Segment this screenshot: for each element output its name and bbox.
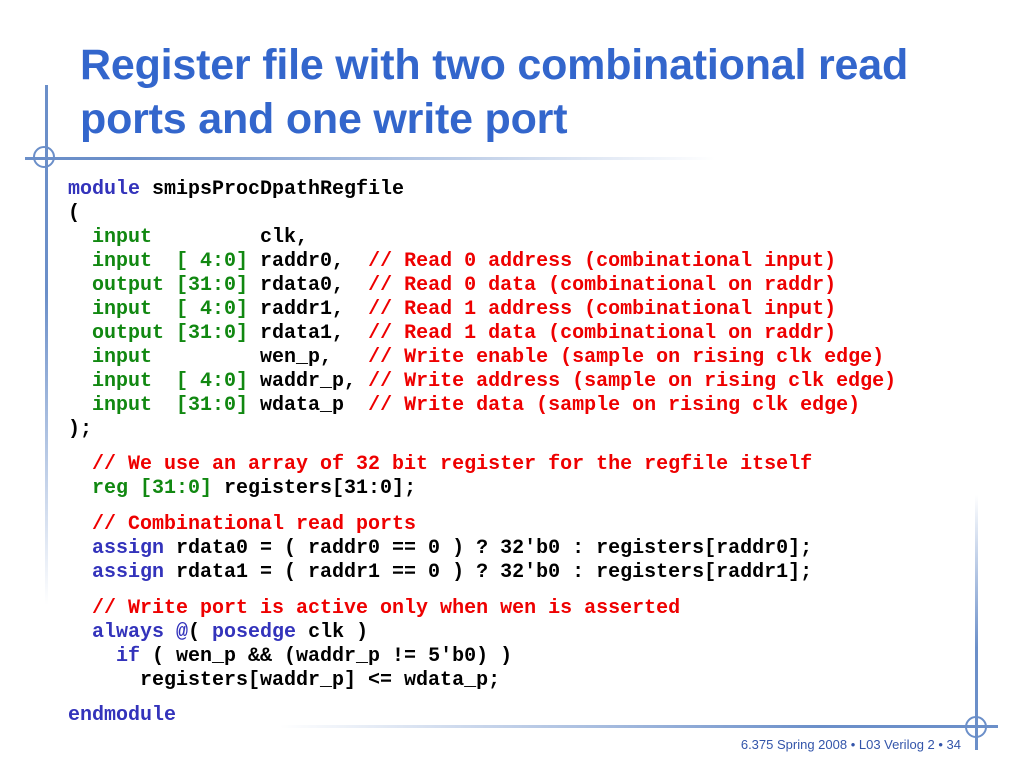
comment: // Write enable (sample on rising clk ed… xyxy=(368,346,885,369)
comment: // Combinational read ports xyxy=(68,513,417,536)
module-name: smipsProcDpathRegfile xyxy=(140,178,405,201)
code-line: // Write port is active only when wen is… xyxy=(68,597,680,621)
code-line: input [ 4:0] waddr_p, // Write address (… xyxy=(68,370,896,394)
comment: // Read 1 data (combinational on raddr) xyxy=(368,322,837,345)
port-type: input [ 4:0] xyxy=(68,298,249,321)
code-line: input clk, xyxy=(68,226,308,250)
port-type: input [ 4:0] xyxy=(68,250,249,273)
port-type: input [31:0] xyxy=(68,394,249,417)
comment: // Read 0 data (combinational on raddr) xyxy=(368,274,837,297)
code-line: // Combinational read ports xyxy=(68,513,416,537)
comment: // We use an array of 32 bit register fo… xyxy=(68,453,813,476)
keyword: if xyxy=(68,645,141,668)
code-line: ( xyxy=(68,202,80,226)
keyword: always @ xyxy=(68,621,189,644)
port-name: raddr0, xyxy=(248,250,369,273)
decor-vertical-line-right xyxy=(975,495,978,750)
port-name: raddr1, xyxy=(248,298,369,321)
decor-vertical-line-left xyxy=(45,85,48,605)
title-line-2: ports and one write port xyxy=(80,95,568,143)
reg-type: reg [31:0] xyxy=(68,477,213,500)
code-line: assign rdata1 = ( raddr1 == 0 ) ? 32'b0 … xyxy=(68,561,812,585)
code-line: if ( wen_p && (waddr_p != 5'b0) ) xyxy=(68,645,512,669)
title-line-1: Register file with two combinational rea… xyxy=(80,41,909,89)
port-name: wen_p, xyxy=(248,346,369,369)
code-line: assign rdata0 = ( raddr0 == 0 ) ? 32'b0 … xyxy=(68,537,812,561)
code-line: reg [31:0] registers[31:0]; xyxy=(68,477,416,501)
decor-horizontal-line-top xyxy=(25,157,715,160)
port-name: rdata1, xyxy=(248,322,369,345)
crosshair-circle-icon-top xyxy=(33,146,55,168)
keyword: module xyxy=(68,178,141,201)
code-line: always @( posedge clk ) xyxy=(68,621,368,645)
port-type: output [31:0] xyxy=(68,322,249,345)
code-text: registers[31:0]; xyxy=(212,477,417,500)
comment: // Read 0 address (combinational input) xyxy=(368,250,837,273)
code-text: rdata0 = ( raddr0 == 0 ) ? 32'b0 : regis… xyxy=(164,537,813,560)
port-name: wdata_p xyxy=(248,394,369,417)
code-line: output [31:0] rdata1, // Read 1 data (co… xyxy=(68,322,836,346)
comment: // Write port is active only when wen is… xyxy=(68,597,681,620)
code-line: module smipsProcDpathRegfile xyxy=(68,178,404,202)
comment: // Write data (sample on rising clk edge… xyxy=(368,394,861,417)
keyword: endmodule xyxy=(68,704,177,727)
keyword: assign xyxy=(68,561,165,584)
code-text: ); xyxy=(68,418,93,441)
code-text: ( xyxy=(188,621,213,644)
crosshair-circle-icon-bottom xyxy=(965,716,987,738)
keyword: assign xyxy=(68,537,165,560)
code-text: ( wen_p && (waddr_p != 5'b0) ) xyxy=(140,645,513,668)
port-type: input xyxy=(68,346,249,369)
code-line: input [ 4:0] raddr1, // Read 1 address (… xyxy=(68,298,836,322)
port-type: output [31:0] xyxy=(68,274,249,297)
keyword: posedge xyxy=(212,621,297,644)
code-text: registers[waddr_p] <= wdata_p; xyxy=(68,669,501,692)
slide-title: Register file with two combinational rea… xyxy=(80,38,1000,146)
comment: // Read 1 address (combinational input) xyxy=(368,298,837,321)
code-line: input [ 4:0] raddr0, // Read 0 address (… xyxy=(68,250,836,274)
code-text: rdata1 = ( raddr1 == 0 ) ? 32'b0 : regis… xyxy=(164,561,813,584)
code-line: ); xyxy=(68,418,92,442)
code-line: input wen_p, // Write enable (sample on … xyxy=(68,346,884,370)
code-line: output [31:0] rdata0, // Read 0 data (co… xyxy=(68,274,836,298)
verilog-code-block: module smipsProcDpathRegfile ( input clk… xyxy=(68,178,896,776)
decor-horizontal-line-bottom xyxy=(280,725,998,728)
code-line: endmodule xyxy=(68,704,176,728)
port-name: rdata0, xyxy=(248,274,369,297)
code-text: clk ) xyxy=(296,621,369,644)
port-type: input xyxy=(68,226,249,249)
code-line: input [31:0] wdata_p // Write data (samp… xyxy=(68,394,860,418)
port-name: waddr_p, xyxy=(248,370,369,393)
comment: // Write address (sample on rising clk e… xyxy=(368,370,897,393)
slide-footer: 6.375 Spring 2008 • L03 Verilog 2 • 34 xyxy=(740,737,961,752)
port-type: input [ 4:0] xyxy=(68,370,249,393)
port-name: clk, xyxy=(248,226,309,249)
code-line: registers[waddr_p] <= wdata_p; xyxy=(68,669,500,693)
code-text: ( xyxy=(68,202,81,225)
code-line: // We use an array of 32 bit register fo… xyxy=(68,453,812,477)
